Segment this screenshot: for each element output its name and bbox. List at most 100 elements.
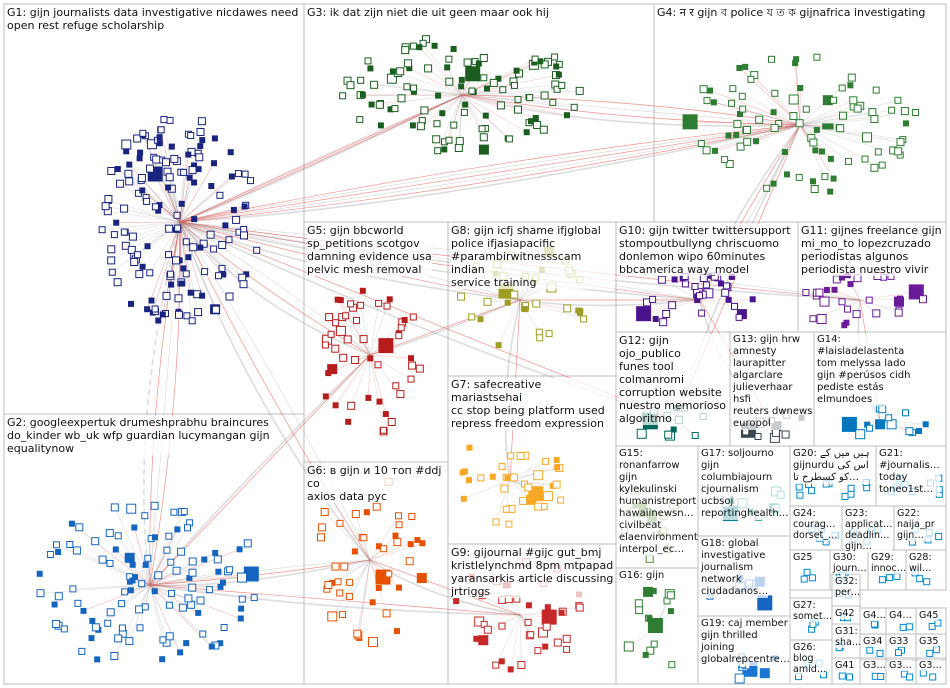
node-g2 xyxy=(37,590,44,597)
node-g1 xyxy=(152,204,158,210)
node-g11 xyxy=(803,290,809,296)
node-g9 xyxy=(494,578,501,585)
node-g11 xyxy=(866,297,872,303)
node-g10 xyxy=(669,302,676,309)
node-g1 xyxy=(240,281,247,288)
node-g3 xyxy=(405,60,412,67)
node-g24 xyxy=(819,526,825,532)
node-g5 xyxy=(343,313,349,319)
node-g10 xyxy=(700,275,707,282)
node-g2 xyxy=(239,596,245,602)
node-g11 xyxy=(897,296,902,301)
node-g3 xyxy=(459,84,464,89)
node-g4 xyxy=(904,121,909,126)
node-g2 xyxy=(79,648,85,654)
node-g5 xyxy=(398,325,404,331)
node-g9 xyxy=(543,623,550,630)
node-g3 xyxy=(540,126,547,133)
node-g6 xyxy=(346,593,352,599)
node-g4 xyxy=(831,97,837,103)
node-g6 xyxy=(337,590,343,596)
node-g3 xyxy=(402,47,409,54)
node-g3 xyxy=(421,107,428,114)
node-g15 xyxy=(646,555,653,562)
node-g10 xyxy=(653,317,658,322)
node-g2 xyxy=(54,542,60,548)
node-g4 xyxy=(713,148,718,153)
node-g5 xyxy=(348,402,355,409)
node-g1 xyxy=(166,225,173,232)
node-g4 xyxy=(734,133,739,138)
node-g2 xyxy=(251,595,257,601)
node-g1 xyxy=(140,130,146,136)
node-g2 xyxy=(67,542,73,548)
node-g4 xyxy=(708,88,713,93)
node-g2 xyxy=(111,653,118,660)
group-box-g8 xyxy=(448,222,616,376)
node-g9 xyxy=(474,636,479,641)
node-g5 xyxy=(326,314,333,321)
node-g2 xyxy=(166,633,173,640)
node-g4 xyxy=(828,156,833,161)
node-g2 xyxy=(185,525,191,531)
node-g7 xyxy=(503,506,509,512)
node-g1 xyxy=(131,259,138,266)
node-g38 xyxy=(920,670,926,676)
node-g2 xyxy=(95,657,100,662)
node-g16 xyxy=(669,662,675,668)
node-g11 xyxy=(820,297,829,306)
node-g6 xyxy=(318,534,325,541)
node-g9 xyxy=(577,592,582,597)
node-g23 xyxy=(864,538,870,544)
node-g18 xyxy=(708,589,714,595)
node-g13 xyxy=(772,429,779,436)
edge-link xyxy=(180,222,860,300)
node-g7 xyxy=(520,497,527,504)
node-g2 xyxy=(178,548,185,555)
node-g1 xyxy=(189,167,196,174)
node-g4 xyxy=(828,124,833,129)
node-g3 xyxy=(376,101,383,108)
node-g2 xyxy=(155,572,162,579)
node-g1 xyxy=(188,133,194,139)
node-g4 xyxy=(895,97,901,103)
node-g21 xyxy=(909,489,915,495)
node-g5 xyxy=(346,419,351,424)
node-g3 xyxy=(390,69,395,74)
node-g10 xyxy=(750,297,755,302)
node-g4 xyxy=(879,162,885,168)
node-g23 xyxy=(869,528,875,534)
node-g5 xyxy=(387,297,392,302)
node-g4 xyxy=(711,100,716,105)
node-g30 xyxy=(840,572,846,578)
node-g1 xyxy=(186,255,191,260)
node-g1 xyxy=(179,201,184,206)
node-g1 xyxy=(192,217,197,222)
edge-link xyxy=(180,125,800,222)
node-g4 xyxy=(793,61,798,66)
node-g1 xyxy=(147,270,153,276)
node-g2 xyxy=(227,567,233,573)
node-g12 xyxy=(700,414,706,420)
node-g14 xyxy=(867,425,873,431)
node-g7 xyxy=(490,474,495,479)
node-g6 xyxy=(408,542,413,547)
node-g3 xyxy=(404,84,410,90)
node-g1 xyxy=(166,174,173,181)
node-g12 xyxy=(650,407,657,414)
node-g20 xyxy=(848,491,854,497)
node-g4 xyxy=(811,179,816,184)
node-g7 xyxy=(508,453,514,459)
node-g6 xyxy=(397,585,402,590)
node-g1 xyxy=(153,156,160,163)
node-g13 xyxy=(743,429,749,435)
node-g7 xyxy=(460,470,465,475)
node-g3 xyxy=(541,92,548,99)
node-g5 xyxy=(340,354,347,361)
node-g4 xyxy=(828,189,833,194)
group-box-g22 xyxy=(894,506,946,550)
node-g4 xyxy=(798,86,803,91)
edge xyxy=(496,615,520,665)
node-g2 xyxy=(171,509,177,515)
